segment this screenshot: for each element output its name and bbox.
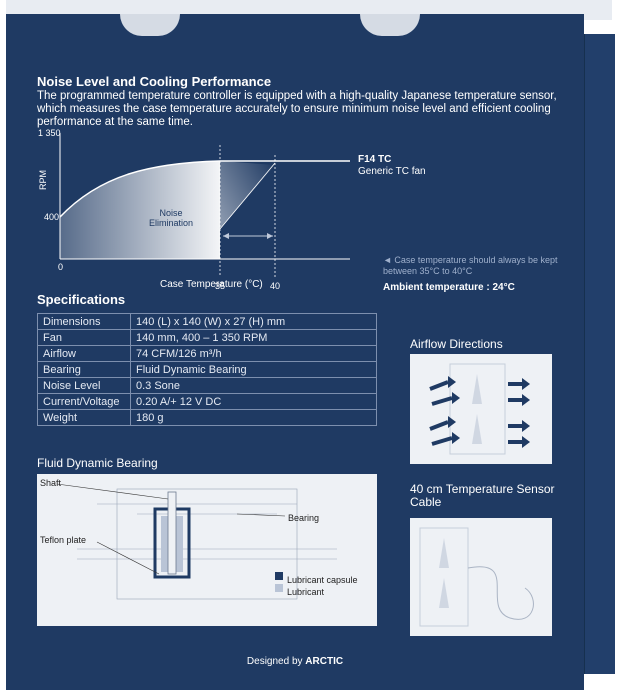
- capsule-label: Lubricant capsule: [287, 575, 358, 585]
- ytick-1350: 1 350: [38, 128, 61, 138]
- teflon-label: Teflon plate: [40, 535, 87, 545]
- legend-f14: F14 TC: [358, 154, 392, 165]
- shaft-label: Shaft: [40, 478, 62, 488]
- box-side-panel: [584, 34, 615, 674]
- bearing-title: Fluid Dynamic Bearing: [37, 456, 158, 470]
- noise-elimination-label: Noise Elimination: [148, 208, 194, 228]
- shaft: [167, 491, 177, 575]
- spec-key: Bearing: [37, 361, 131, 378]
- bearing-label: Bearing: [288, 513, 320, 523]
- legend-generic: Generic TC fan: [358, 166, 426, 177]
- notch-left: [120, 14, 180, 36]
- cable-title: 40 cm Temperature Sensor Cable: [410, 482, 555, 509]
- fan-airflow-icon: [429, 363, 530, 455]
- lubricant-label: Lubricant: [287, 587, 325, 597]
- cable-panel: [410, 518, 552, 636]
- f14-ramp-area: [220, 161, 275, 259]
- spec-value: 74 CFM/126 m³/h: [130, 345, 377, 362]
- spec-value: 0.3 Sone: [130, 377, 377, 394]
- spec-value: 180 g: [130, 409, 377, 426]
- spec-value: 0.20 A/+ 12 V DC: [130, 393, 377, 410]
- capsule-key-swatch: [275, 572, 283, 580]
- side-panel-text: [592, 70, 606, 650]
- designed-by-text: Designed by: [246, 656, 303, 667]
- airflow-title: Airflow Directions: [410, 337, 503, 351]
- brand-name: ARCTIC: [305, 656, 344, 667]
- bearing-diagram-panel: [37, 474, 377, 626]
- notch-right: [360, 14, 420, 36]
- case-temp-note: ◄ Case temperature should always be kept…: [383, 255, 558, 276]
- spec-key: Airflow: [37, 345, 131, 362]
- xtick-40: 40: [270, 281, 281, 291]
- spec-key: Noise Level: [37, 377, 131, 394]
- spec-key: Fan: [37, 329, 131, 346]
- designed-by: Designed by ARCTIC: [6, 656, 584, 667]
- spec-key: Weight: [37, 409, 131, 426]
- chart-x-label: Case Temperature (°C): [160, 279, 263, 290]
- noise-description: The programmed temperature controller is…: [37, 90, 557, 128]
- ytick-400: 400: [44, 212, 60, 222]
- ytick-0: 0: [58, 262, 64, 272]
- spec-value: Fluid Dynamic Bearing: [130, 361, 377, 378]
- chart-y-label: RPM: [38, 170, 48, 190]
- spec-key: Dimensions: [37, 313, 131, 330]
- spec-value: 140 (L) x 140 (W) x 27 (H) mm: [130, 313, 377, 330]
- spec-value: 140 mm, 400 – 1 350 RPM: [130, 329, 377, 346]
- lubricant-key-swatch: [275, 584, 283, 592]
- noise-title: Noise Level and Cooling Performance: [37, 74, 272, 89]
- f14-line: [219, 162, 276, 230]
- bearing-diagram: [56, 483, 337, 600]
- spec-key: Current/Voltage: [37, 393, 131, 410]
- noise-elimination-area: [60, 161, 220, 259]
- specs-title: Specifications: [37, 292, 126, 307]
- sensor-cable-icon: [419, 527, 534, 627]
- generic-fan-line: [59, 160, 350, 218]
- xtick-35: 35: [215, 281, 226, 291]
- ambient-temp: Ambient temperature : 24°C: [383, 282, 515, 293]
- performance-chart: [59, 133, 350, 277]
- airflow-panel: [410, 354, 552, 464]
